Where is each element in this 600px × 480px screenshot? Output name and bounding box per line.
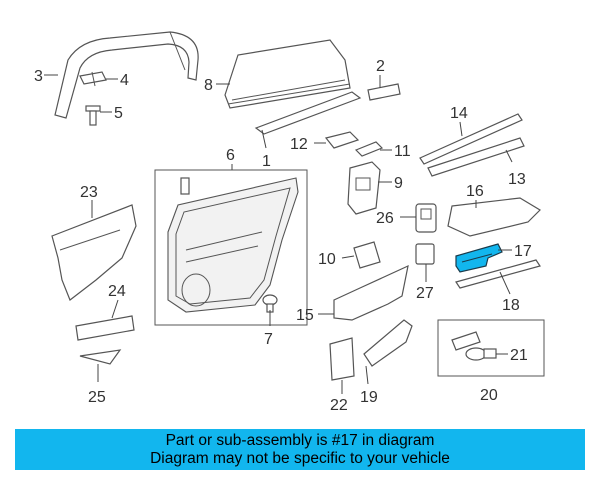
callout-5: 5 xyxy=(114,105,123,122)
part-25-pad[interactable] xyxy=(79,349,122,365)
part-6-clip[interactable] xyxy=(180,177,190,195)
part-20-assembly[interactable] xyxy=(451,331,481,351)
part-27-bezel[interactable] xyxy=(415,243,435,265)
parts-diagram: 3 4 5 8 2 1 14 13 12 11 9 6 23 26 16 17 … xyxy=(34,31,545,414)
part-15-lower-trim[interactable] xyxy=(333,264,409,321)
part-23-insulator[interactable] xyxy=(51,204,137,301)
part-11-clip[interactable] xyxy=(354,141,384,157)
callout-15: 15 xyxy=(296,307,314,324)
part-3-window-molding[interactable] xyxy=(54,31,199,119)
callout-13: 13 xyxy=(508,171,526,188)
part-13-weatherstrip[interactable] xyxy=(427,137,525,177)
caption-part-number: Part or sub-assembly is #17 in diagram xyxy=(165,432,435,449)
callout-20: 20 xyxy=(480,387,498,404)
part-7-clip[interactable] xyxy=(262,294,278,313)
part-4-clip[interactable] xyxy=(79,71,107,87)
part-6-box xyxy=(154,169,308,326)
part-22-grille[interactable] xyxy=(329,337,355,381)
callout-10: 10 xyxy=(318,251,336,268)
callout-22: 22 xyxy=(330,397,348,414)
callout-24: 24 xyxy=(108,283,126,300)
callout-23: 23 xyxy=(80,184,98,201)
part-8-window-glass[interactable] xyxy=(224,39,351,109)
part-14-belt-molding[interactable] xyxy=(419,113,523,165)
caption-disclaimer: Diagram may not be specific to your vehi… xyxy=(150,450,450,467)
leader-lines xyxy=(44,74,513,394)
callout-25: 25 xyxy=(88,389,106,406)
callout-16: 16 xyxy=(466,183,484,200)
callout-17: 17 xyxy=(514,243,532,260)
part-2-molding[interactable] xyxy=(367,83,401,101)
callout-21: 21 xyxy=(510,347,528,364)
part-1-channel[interactable] xyxy=(254,91,362,135)
part-16-armrest[interactable] xyxy=(447,197,541,237)
part-21-light[interactable] xyxy=(465,347,497,361)
callout-1: 1 xyxy=(262,153,271,170)
callout-9: 9 xyxy=(394,175,403,192)
part-20-box xyxy=(437,319,545,377)
callout-labels: 3 4 5 8 2 1 14 13 12 11 9 6 23 26 16 17 … xyxy=(34,58,532,414)
part-18-trim-strip[interactable] xyxy=(455,259,541,289)
part-24-pad[interactable] xyxy=(75,315,135,341)
callout-4: 4 xyxy=(120,72,129,89)
part-26-switch[interactable] xyxy=(415,203,437,233)
callout-2: 2 xyxy=(376,58,385,75)
callout-14: 14 xyxy=(450,105,468,122)
part-6-door-panel[interactable] xyxy=(167,177,299,313)
part-17-bracket-highlighted[interactable] xyxy=(455,243,503,273)
callout-11: 11 xyxy=(394,143,411,160)
callout-6: 6 xyxy=(226,147,235,164)
callout-3: 3 xyxy=(34,68,43,85)
part-9-switch-housing[interactable] xyxy=(347,161,381,215)
callout-27: 27 xyxy=(416,285,434,302)
callout-8: 8 xyxy=(204,77,213,94)
callout-19: 19 xyxy=(360,389,378,406)
part-19-trim[interactable] xyxy=(363,319,413,367)
part-5-screw[interactable] xyxy=(85,105,101,126)
callout-12: 12 xyxy=(290,136,308,153)
caption-banner: Part or sub-assembly is #17 in diagram D… xyxy=(15,429,585,470)
callout-26: 26 xyxy=(376,210,394,227)
part-12-bracket[interactable] xyxy=(324,131,360,149)
part-10-handle[interactable] xyxy=(353,241,381,269)
callout-18: 18 xyxy=(502,297,520,314)
callout-7: 7 xyxy=(264,331,273,348)
